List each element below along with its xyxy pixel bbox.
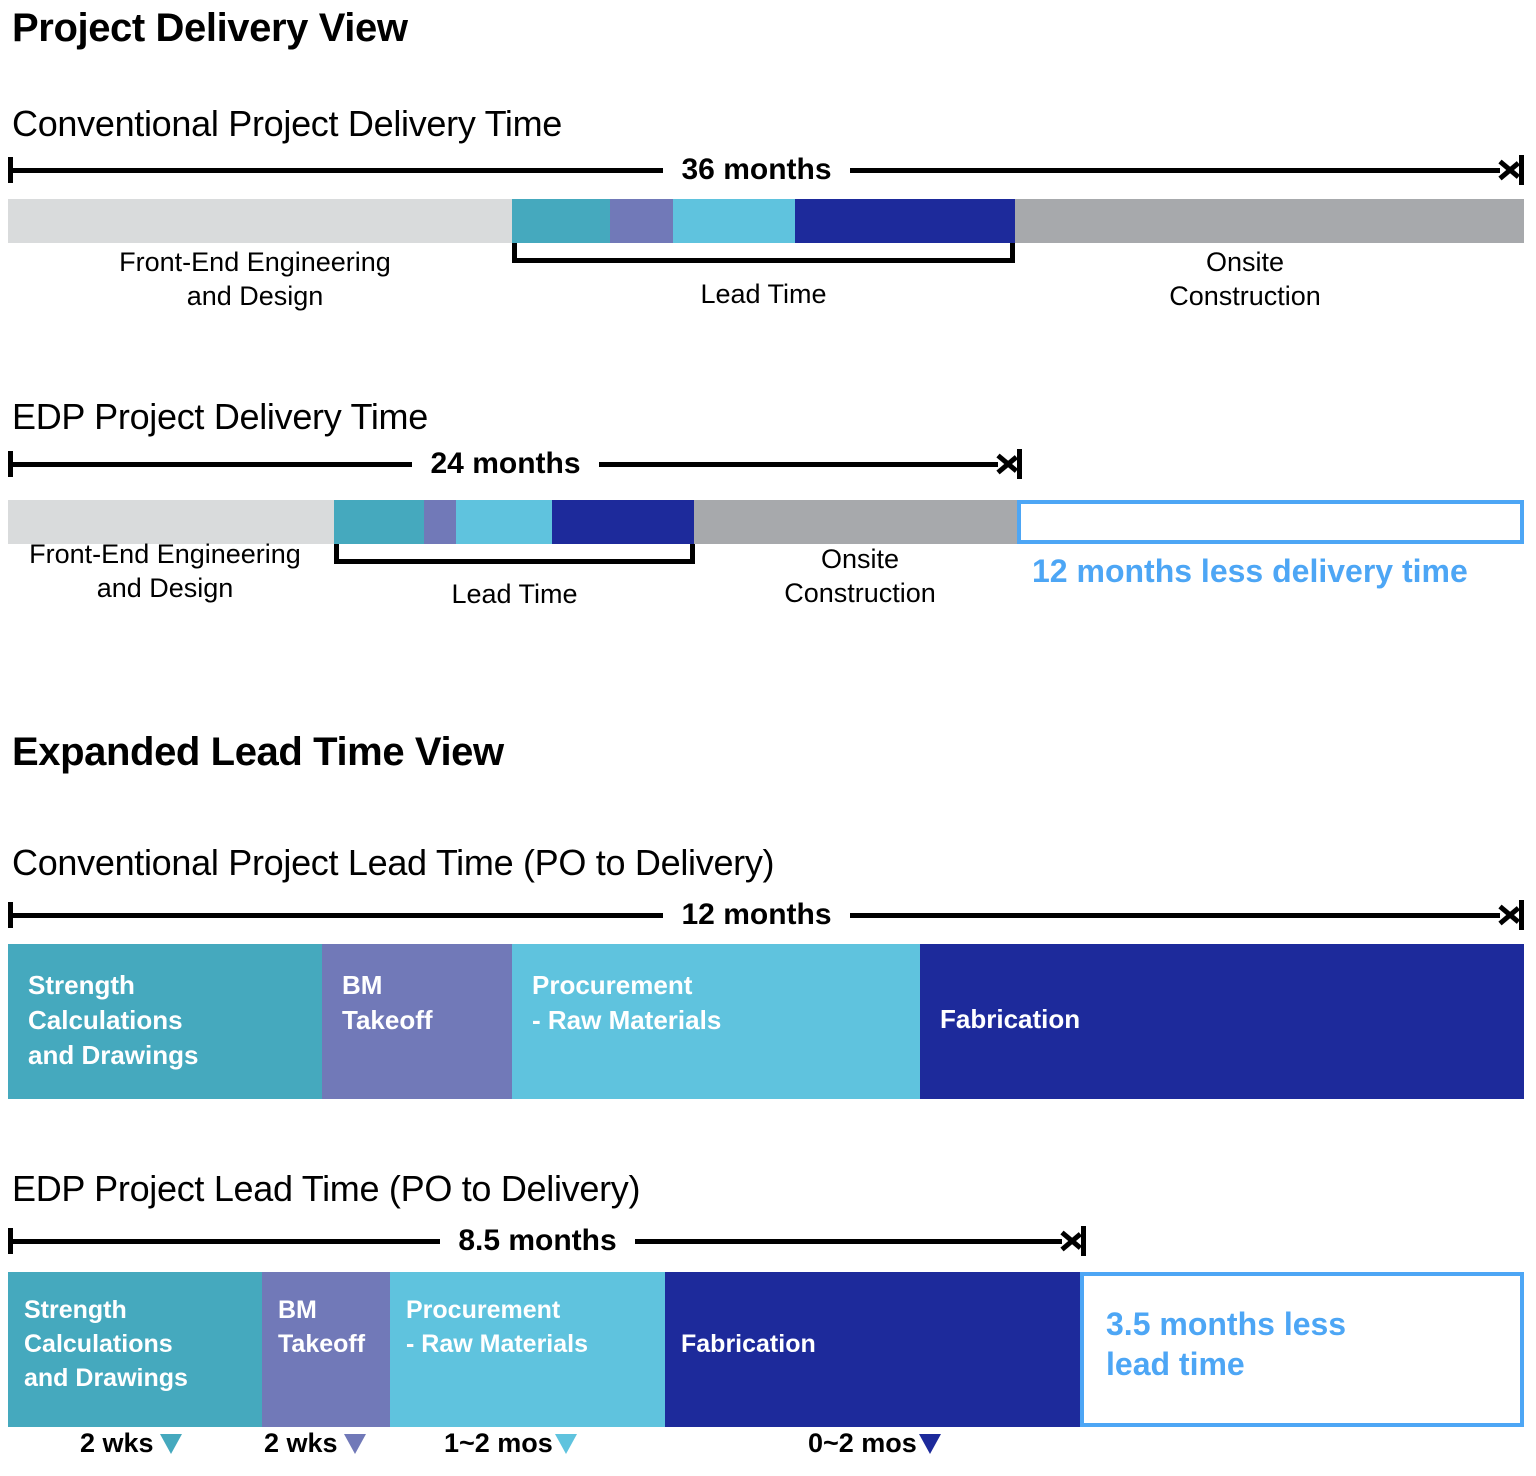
- arrow-start-cap: [8, 157, 13, 183]
- arrow-start-cap: [8, 902, 13, 928]
- callout-text-12-months-less-delivery-time: 12 months less delivery time: [1032, 553, 1468, 589]
- lead-segment-procurement: Procurement - Raw Materials: [390, 1272, 665, 1427]
- segment-fabrication: [552, 500, 694, 544]
- arrow-line-right: [849, 912, 1500, 918]
- tick-label: 1~2 mos: [444, 1428, 553, 1458]
- section-title-project-delivery-view: Project Delivery View: [12, 6, 408, 50]
- tick-procurement: 1~2 mos: [444, 1428, 577, 1459]
- segment-procurement: [456, 500, 552, 544]
- label-front-end-engineering-design-2: Front-End Engineering and Design: [29, 539, 301, 603]
- duration-label-8-5-months: 8.5 months: [458, 1224, 617, 1257]
- lead-segment-bm-takeoff: BM Takeoff: [262, 1272, 390, 1427]
- arrow-line-left: [13, 167, 664, 173]
- heading-edp-project-delivery-time: EDP Project Delivery Time: [12, 396, 428, 437]
- lead-segment-fabrication: Fabrication: [920, 944, 1524, 1099]
- arrow-line-right: [849, 167, 1500, 173]
- heading-conventional-project-delivery-time: Conventional Project Delivery Time: [12, 103, 563, 144]
- callout-text-3-5-months-less-lead-time: 3.5 months less lead time: [1080, 1272, 1524, 1427]
- triangle-down-icon: [554, 1433, 577, 1454]
- label-front-end-engineering-design-1: Front-End Engineering and Design: [119, 247, 391, 311]
- arrow-line-left: [13, 1238, 441, 1244]
- segment-onsite-construction: [694, 500, 1017, 544]
- timeline-bar-edp-delivery: [8, 500, 1524, 544]
- duration-label-24-months: 24 months: [430, 447, 581, 480]
- duration-arrow-8-5-months: 8.5 months: [8, 1223, 1086, 1259]
- triangle-down-icon: [918, 1433, 941, 1454]
- arrow-line-left: [13, 912, 664, 918]
- lead-segment-fabrication: Fabrication: [665, 1272, 1080, 1427]
- callout-box-12-months-less: [1017, 500, 1524, 544]
- segment-strength-calculations: [512, 199, 610, 243]
- arrow-start-cap: [8, 451, 13, 477]
- lead-segment-procurement: Procurement - Raw Materials: [512, 944, 920, 1099]
- heading-conventional-project-lead-time: Conventional Project Lead Time (PO to De…: [12, 842, 775, 883]
- lead-time-bar-edp: Strength Calculations and Drawings BM Ta…: [8, 1272, 1524, 1427]
- segment-onsite-construction: [1015, 199, 1524, 243]
- arrow-line-right: [634, 1238, 1062, 1244]
- label-lead-time-2: Lead Time: [451, 579, 578, 609]
- tick-strength-calculations: 2 wks: [80, 1428, 182, 1459]
- arrow-head-icon: [998, 449, 1020, 479]
- arrow-head-icon: [1500, 900, 1522, 930]
- duration-label-12-months: 12 months: [681, 898, 832, 931]
- lead-time-bracket-1: [512, 243, 1015, 263]
- heading-edp-project-lead-time: EDP Project Lead Time (PO to Delivery): [12, 1168, 641, 1209]
- segment-strength-calculations: [334, 500, 424, 544]
- arrow-start-cap: [8, 1228, 13, 1254]
- segment-feed: [8, 500, 334, 544]
- label-lead-time-1: Lead Time: [700, 279, 827, 309]
- duration-arrow-36-months: 36 months: [8, 152, 1524, 188]
- segment-procurement: [673, 199, 795, 243]
- segment-bm-takeoff: [424, 500, 456, 544]
- tick-fabrication: 0~2 mos: [808, 1428, 941, 1459]
- tick-label: 2 wks: [264, 1428, 338, 1458]
- tick-bm-takeoff: 2 wks: [264, 1428, 366, 1459]
- segment-bm-takeoff: [610, 199, 673, 243]
- duration-arrow-12-months: 12 months: [8, 897, 1524, 933]
- section-title-expanded-lead-time-view: Expanded Lead Time View: [12, 730, 504, 774]
- arrow-line-right: [598, 461, 998, 467]
- triangle-down-icon: [343, 1433, 366, 1454]
- segment-feed: [8, 199, 512, 243]
- lead-time-bracket-2: [334, 544, 695, 564]
- triangle-down-icon: [159, 1433, 182, 1454]
- arrow-line-left: [13, 461, 413, 467]
- arrow-head-icon: [1062, 1226, 1084, 1256]
- label-onsite-construction-2: Onsite Construction: [784, 544, 936, 608]
- tick-label: 2 wks: [80, 1428, 154, 1458]
- lead-segment-bm-takeoff: BM Takeoff: [322, 944, 512, 1099]
- arrow-head-icon: [1500, 155, 1522, 185]
- lead-time-bar-conventional: Strength Calculations and Drawings BM Ta…: [8, 944, 1524, 1099]
- duration-arrow-24-months: 24 months: [8, 446, 1022, 482]
- tick-label: 0~2 mos: [808, 1428, 917, 1458]
- segment-fabrication: [795, 199, 1015, 243]
- lead-segment-strength-calculations: Strength Calculations and Drawings: [8, 1272, 262, 1427]
- timeline-bar-conventional-delivery: [8, 199, 1524, 243]
- lead-segment-strength-calculations: Strength Calculations and Drawings: [8, 944, 322, 1099]
- duration-label-36-months: 36 months: [681, 153, 832, 186]
- label-onsite-construction-1: Onsite Construction: [1169, 247, 1321, 311]
